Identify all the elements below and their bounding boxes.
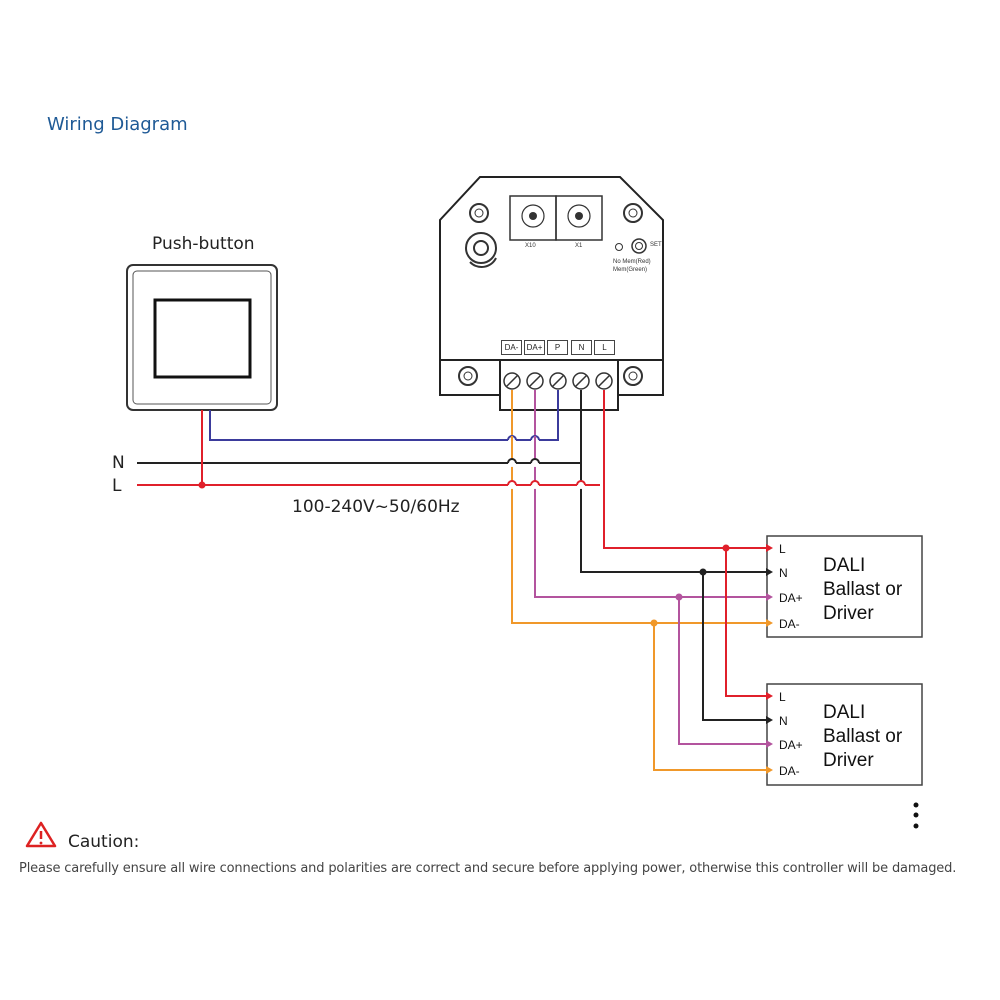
driver-1-pin-l: L — [779, 542, 786, 556]
dial-tens-label: X10 — [525, 243, 536, 249]
driver-1-label: DALI Ballast or Driver — [823, 555, 903, 624]
mains-l-label: L — [112, 476, 122, 496]
warning-triangle-icon — [25, 821, 57, 848]
dial-ones-label: X1 — [575, 243, 583, 249]
dali-driver-2 — [766, 683, 923, 786]
driver-2-pin-da-plus: DA+ — [779, 738, 803, 752]
driver-2-pin-da-minus: DA- — [779, 764, 800, 778]
driver-1-pin-da-minus: DA- — [779, 617, 800, 631]
led-red-label: No Mem(Red) — [613, 259, 651, 265]
driver-pin-markers — [766, 544, 773, 774]
controller-wires — [507, 390, 766, 771]
push-button — [126, 264, 278, 411]
terminal-da-plus: DA+ — [524, 340, 545, 355]
driver-1-pin-da-plus: DA+ — [779, 591, 803, 605]
caution-title: Caution: — [68, 832, 140, 852]
diagram-title: Wiring Diagram — [47, 114, 188, 135]
terminal-l: L — [594, 340, 615, 355]
driver-1-pin-n: N — [779, 566, 788, 580]
set-button-label[interactable]: SET — [650, 242, 662, 248]
terminal-n: N — [571, 340, 592, 355]
push-button-wires — [198, 390, 559, 489]
controller-body — [439, 176, 664, 411]
driver-2-pin-l: L — [779, 690, 786, 704]
driver-2-pin-n: N — [779, 714, 788, 728]
terminal-p: P — [547, 340, 568, 355]
terminal-da-minus: DA- — [501, 340, 522, 355]
dali-driver-1 — [766, 535, 923, 638]
caution-text: Please carefully ensure all wire connect… — [19, 861, 957, 876]
mains-n-label: N — [112, 453, 125, 473]
led-green-label: Mem(Green) — [613, 267, 648, 273]
voltage-label: 100-240V~50/60Hz — [292, 497, 460, 517]
push-button-label: Push-button — [152, 234, 255, 254]
more-vertical-icon — [913, 802, 919, 829]
driver-2-label: DALI Ballast or Driver — [823, 702, 903, 771]
